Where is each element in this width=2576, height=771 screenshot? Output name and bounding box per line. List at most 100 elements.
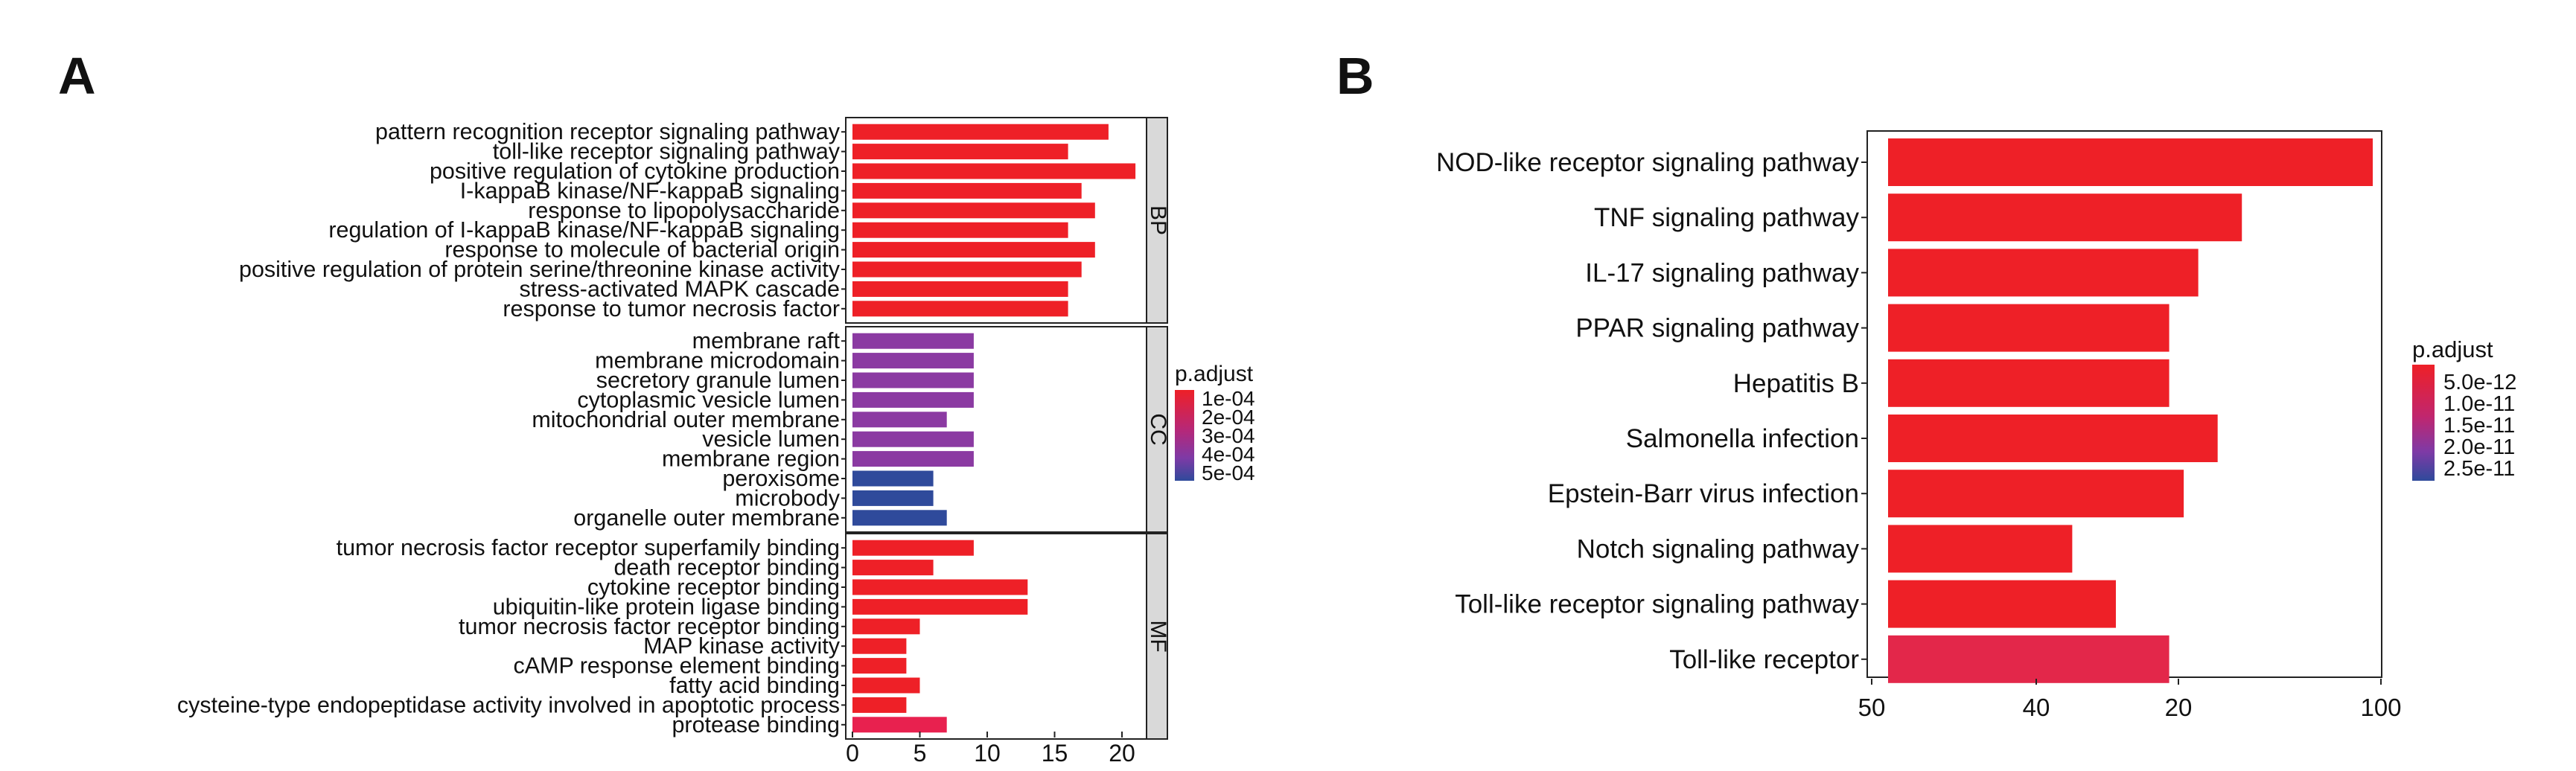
panel-b-label: B — [1336, 47, 1374, 105]
category-label-ubiquitin-like-protein-ligase-binding: ubiquitin-like protein ligase binding — [493, 594, 840, 619]
category-label-hepatitis-b: Hepatitis B — [1733, 369, 1859, 398]
category-label-camp-response-element-binding: cAMP response element binding — [513, 653, 840, 679]
bar-toll-like-receptor — [1888, 635, 2169, 683]
x-tick-label: 100 — [2360, 694, 2401, 721]
category-label-response-to-molecule-of-bacterial-origin: response to molecule of bacterial origin — [444, 237, 840, 263]
bar-cysteine-type-endopeptidase-activity-involved-in-apoptotic-process — [852, 697, 907, 713]
x-tick-label: 15 — [1042, 740, 1068, 767]
category-label-vesicle-lumen: vesicle lumen — [702, 426, 840, 452]
category-label-pattern-recognition-receptor-signaling-pathway: pattern recognition receptor signaling p… — [375, 119, 841, 144]
category-label-protease-binding: protease binding — [672, 712, 840, 738]
facet-strip-label-mf: MF — [1146, 620, 1170, 652]
bar-mitochondrial-outer-membrane — [852, 412, 947, 428]
panel-b-legend-colorbar — [2412, 365, 2435, 481]
panel-a-bars — [852, 124, 1136, 733]
category-label-membrane-region: membrane region — [662, 447, 840, 472]
bar-toll-like-receptor-signaling-pathway — [852, 144, 1068, 160]
category-label-map-kinase-activity: MAP kinase activity — [643, 633, 841, 659]
category-label-fatty-acid-binding: fatty acid binding — [669, 673, 840, 698]
x-tick-label: 0 — [846, 740, 859, 767]
category-label-membrane-microdomain: membrane microdomain — [595, 348, 840, 374]
bar-epstein-barr-virus-infection — [1888, 470, 2184, 518]
category-label-peroxisome: peroxisome — [722, 466, 840, 491]
category-label-toll-like-receptor: Toll-like receptor — [1669, 645, 1859, 674]
bar-protease-binding — [852, 717, 947, 733]
category-label-nod-like-receptor-signaling-pathway: NOD-like receptor signaling pathway — [1436, 148, 1860, 177]
category-label-epstein-barr-virus-infection: Epstein-Barr virus infection — [1548, 479, 1859, 508]
bar-fatty-acid-binding — [852, 677, 920, 694]
bar-pattern-recognition-receptor-signaling-pathway — [852, 124, 1109, 140]
panel-b-legend-label-3: 1.5e-11 — [2443, 414, 2515, 438]
bar-map-kinase-activity — [852, 638, 907, 654]
category-label-microbody: microbody — [735, 485, 840, 511]
panel-b-legend-label-1: 5.0e-12 — [2443, 371, 2516, 394]
panel-a-go-enrichment-chart: pattern recognition receptor signaling p… — [177, 117, 1170, 767]
bar-membrane-region — [852, 451, 974, 467]
category-label-toll-like-receptor-signaling-pathway: Toll-like receptor signaling pathway — [1455, 590, 1859, 619]
bar-secretory-granule-lumen — [852, 372, 974, 388]
bar-hepatitis-b — [1888, 359, 2169, 407]
category-label-mitochondrial-outer-membrane: mitochondrial outer membrane — [532, 407, 840, 432]
bar-ppar-signaling-pathway — [1888, 304, 2169, 352]
bar-membrane-microdomain — [852, 353, 974, 369]
panel-b-bars — [1888, 138, 2373, 683]
panel-b-legend-title: p.adjust — [2412, 336, 2493, 362]
bar-positive-regulation-of-protein-serine-threonine-kinase-activity — [852, 261, 1082, 278]
facet-strip-cc — [1146, 326, 1168, 533]
bar-organelle-outer-membrane — [852, 510, 947, 526]
facet-strip-label-bp: BP — [1146, 205, 1170, 235]
category-label-response-to-lipopolysaccharide: response to lipopolysaccharide — [528, 198, 840, 223]
bar-membrane-raft — [852, 333, 974, 349]
category-label-tumor-necrosis-factor-receptor-superfamily-binding: tumor necrosis factor receptor superfami… — [337, 535, 840, 560]
category-label-notch-signaling-pathway: Notch signaling pathway — [1577, 534, 1860, 563]
category-label-cytoplasmic-vesicle-lumen: cytoplasmic vesicle lumen — [577, 387, 840, 412]
category-label-stress-activated-mapk-cascade: stress-activated MAPK cascade — [519, 276, 840, 301]
bar-tnf-signaling-pathway — [1888, 193, 2242, 242]
bar-response-to-molecule-of-bacterial-origin — [852, 242, 1095, 258]
bar-camp-response-element-binding — [852, 658, 907, 674]
x-tick-label: 50 — [1858, 694, 1886, 721]
category-label-il-17-signaling-pathway: IL-17 signaling pathway — [1585, 258, 1859, 287]
category-label-positive-regulation-of-protein-serine-threonine-kinase-activity: positive regulation of protein serine/th… — [239, 257, 841, 282]
category-label-i-kappab-kinase-nf-kappab-signaling: I-kappaB kinase/NF-kappaB signaling — [460, 178, 840, 203]
facet-strip-mf — [1146, 533, 1168, 740]
panel-a-legend-label-5: 5e-04 — [1202, 461, 1255, 484]
bar-ubiquitin-like-protein-ligase-binding — [852, 598, 1028, 615]
category-label-tnf-signaling-pathway: TNF signaling pathway — [1594, 203, 1859, 232]
category-label-tumor-necrosis-factor-receptor-binding: tumor necrosis factor receptor binding — [459, 614, 840, 639]
category-label-cysteine-type-endopeptidase-activity-involved-in-apoptotic-process: cysteine-type endopeptidase activity inv… — [177, 692, 840, 717]
bar-stress-activated-mapk-cascade — [852, 281, 1068, 297]
x-tick-label: 10 — [974, 740, 1001, 767]
category-label-response-to-tumor-necrosis-factor: response to tumor necrosis factor — [503, 296, 840, 321]
bar-regulation-of-i-kappab-kinase-nf-kappab-signaling — [852, 222, 1068, 238]
bar-notch-signaling-pathway — [1888, 525, 2073, 573]
panel-a-legend-label-4: 4e-04 — [1202, 443, 1255, 466]
category-label-ppar-signaling-pathway: PPAR signaling pathway — [1575, 314, 1859, 343]
bar-death-receptor-binding — [852, 560, 934, 576]
panel-a-legend-label-2: 2e-04 — [1202, 406, 1255, 429]
bar-i-kappab-kinase-nf-kappab-signaling — [852, 182, 1082, 199]
category-label-positive-regulation-of-cytokine-production: positive regulation of cytokine producti… — [430, 159, 840, 184]
category-label-membrane-raft: membrane raft — [692, 328, 841, 353]
facet-strip-bp — [1146, 117, 1168, 324]
panel-a-legend-title: p.adjust — [1175, 362, 1254, 386]
bar-cytoplasmic-vesicle-lumen — [852, 391, 974, 408]
bar-peroxisome — [852, 470, 934, 487]
category-label-death-receptor-binding: death receptor binding — [613, 555, 840, 580]
panel-a-legend: p.adjust 1e-04 2e-04 3e-04 4e-04 5e-04 — [1175, 362, 1255, 484]
panel-a-legend-label-3: 3e-04 — [1202, 424, 1255, 447]
category-label-salmonella-infection: Salmonella infection — [1626, 424, 1859, 453]
bar-nod-like-receptor-signaling-pathway — [1888, 138, 2373, 186]
bar-toll-like-receptor-signaling-pathway — [1888, 580, 2116, 628]
panel-b-legend-label-4: 2.0e-11 — [2443, 435, 2515, 459]
panel-a-legend-label-1: 1e-04 — [1202, 387, 1255, 410]
panel-b-legend-label-5: 2.5e-11 — [2443, 457, 2515, 481]
panel-a-category-labels: pattern recognition receptor signaling p… — [177, 119, 846, 738]
bar-response-to-lipopolysaccharide — [852, 202, 1095, 219]
x-tick-label: 5 — [914, 740, 927, 767]
bar-tumor-necrosis-factor-receptor-binding — [852, 618, 920, 635]
